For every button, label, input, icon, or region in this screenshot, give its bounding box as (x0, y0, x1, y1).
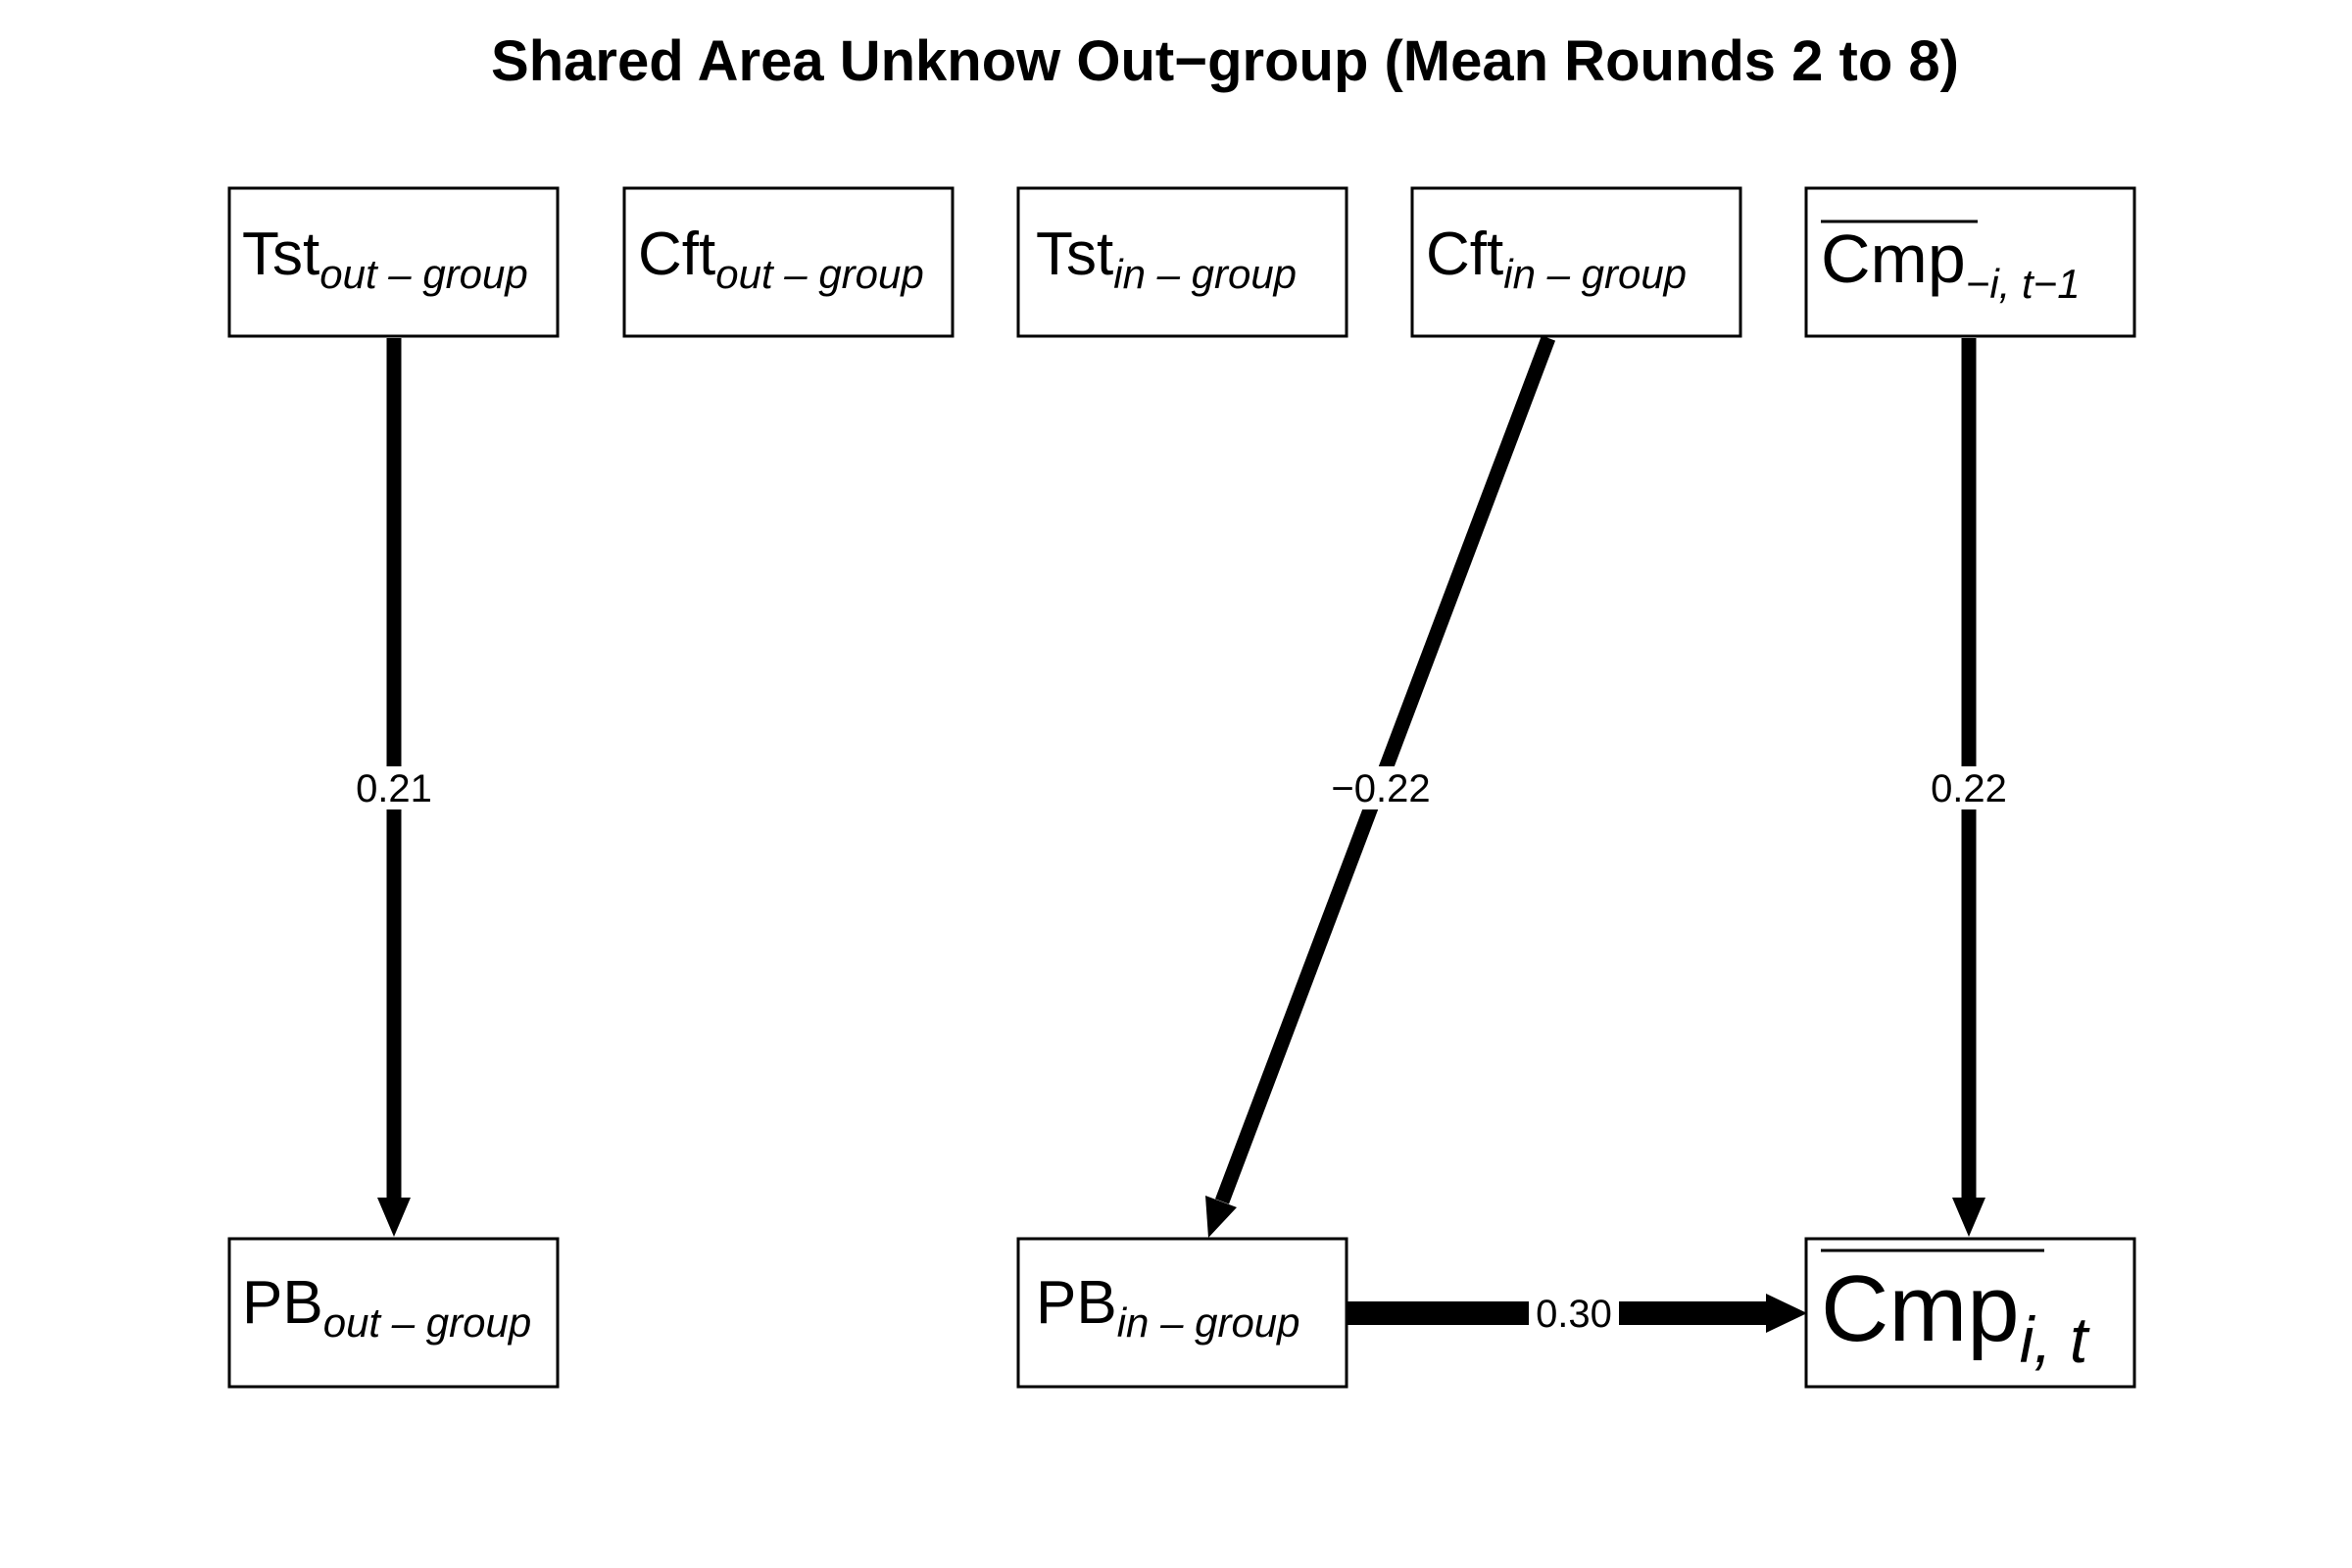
coefficient-label: 0.22 (1931, 767, 2007, 810)
node-subscript: in – group (1117, 1299, 1300, 1346)
edge-label-cft-in-pb-in: −0.22 (1331, 766, 1431, 810)
node-label: PB (1036, 1269, 1117, 1337)
node-label: PB (242, 1269, 323, 1337)
svg-text:PBin – group: PBin – group (1036, 1269, 1300, 1346)
coefficient-label: −0.22 (1331, 767, 1430, 810)
edge-label-tst-out-pb-out: 0.21 (352, 766, 436, 810)
node-subscript: −i, t−1 (1966, 261, 2081, 307)
node-label: Tst (1036, 220, 1113, 288)
node-label: Cmp (1821, 220, 1966, 297)
svg-text:Cftout – group: Cftout – group (638, 220, 924, 297)
node-subscript: in – group (1113, 251, 1297, 297)
node-pb-out-group: PBout – group (227, 1237, 560, 1389)
node-subscript: out – group (319, 251, 528, 297)
svg-text:Tstout – group: Tstout – group (242, 220, 528, 297)
diagram-title: Shared Area Unknow Out−group (Mean Round… (491, 29, 1959, 93)
svg-text:Cmp−i, t−1: Cmp−i, t−1 (1821, 220, 2081, 307)
node-subscript: i, t (2020, 1303, 2090, 1376)
svg-text:Cftin – group: Cftin – group (1426, 220, 1687, 297)
node-label: Cft (638, 220, 715, 288)
edge-label-cmp-lag-cmp-it: 0.22 (1927, 766, 2011, 810)
node-cmp-mean-lagged: Cmp−i, t−1 (1804, 186, 2136, 338)
node-label: Tst (242, 220, 319, 288)
svg-text:PBout – group: PBout – group (242, 1269, 531, 1346)
node-cft-out-group: Cftout – group (622, 186, 955, 338)
coefficient-label: 0.21 (356, 767, 432, 810)
svg-text:Tstin – group: Tstin – group (1036, 220, 1297, 297)
node-subscript: out – group (715, 251, 924, 297)
node-cft-in-group: Cftin – group (1410, 186, 1742, 338)
node-cmp-mean-current: Cmpi, t (1804, 1237, 2136, 1389)
edge-label-pb-in-cmp-it: 0.30 (1529, 1292, 1619, 1336)
node-tst-out-group: Tstout – group (227, 186, 560, 338)
node-subscript: out – group (323, 1299, 532, 1346)
node-pb-in-group: PBin – group (1016, 1237, 1348, 1389)
node-tst-in-group: Tstin – group (1016, 186, 1348, 338)
node-subscript: in – group (1503, 251, 1687, 297)
coefficient-label: 0.30 (1536, 1293, 1612, 1336)
node-label: Cft (1426, 220, 1503, 288)
svg-text:Cmpi, t: Cmpi, t (1821, 1256, 2090, 1376)
node-label: Cmp (1821, 1256, 2020, 1361)
